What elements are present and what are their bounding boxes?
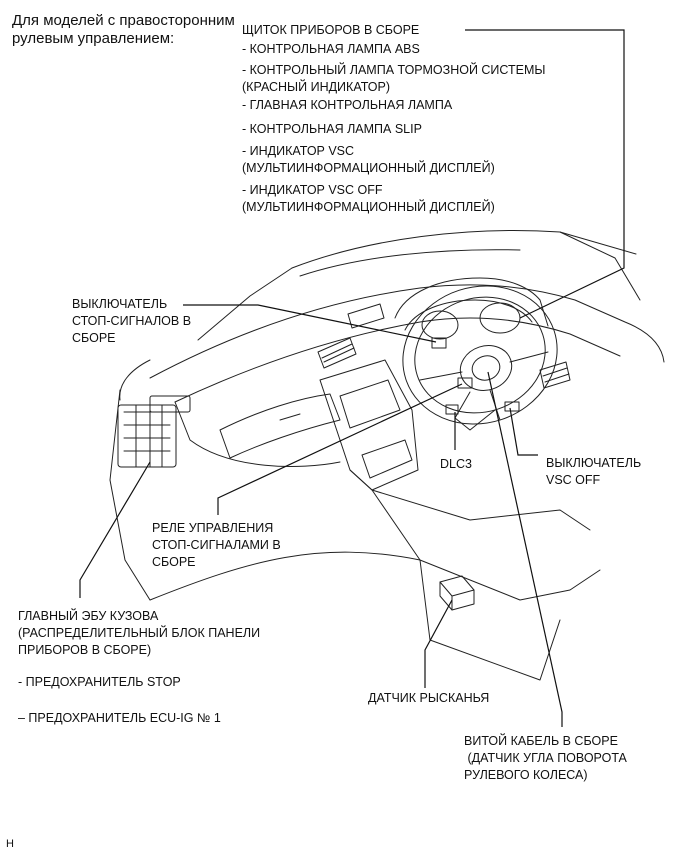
passenger-dash-lower	[174, 401, 341, 467]
cluster-item-vsc: - ИНДИКАТОР VSC (МУЛЬТИИНФОРМАЦИОННЫЙ ДИ…	[242, 144, 495, 175]
gauge-left	[421, 310, 459, 340]
fuse-ecu-ig-label: – ПРЕДОХРАНИТЕЛЬ ECU-IG № 1	[18, 711, 221, 725]
steering-hub	[459, 345, 513, 391]
vsc-off-switch-part	[504, 401, 520, 412]
cluster-face	[404, 299, 533, 331]
stop-switch-label: ВЫКЛЮЧАТЕЛЬ СТОП-СИГНАЛОВ В СБОРЕ	[72, 297, 192, 345]
figure-code: H	[6, 838, 14, 850]
leader-stop-switch	[183, 304, 437, 343]
cluster-title: ЩИТОК ПРИБОРОВ В СБОРЕ	[242, 23, 420, 37]
kick-panel	[109, 389, 151, 601]
leader-vsc-off	[509, 407, 538, 456]
floor-console	[371, 489, 601, 601]
steering-wheel-outer	[402, 285, 558, 425]
stop-relay-label: РЕЛЕ УПРАВЛЕНИЯ СТОП-СИГНАЛАМИ В СБОРЕ	[152, 521, 281, 569]
steering-column	[454, 391, 496, 431]
cluster-item-abs: - КОНТРОЛЬНАЯ ЛАМПА ABS	[242, 42, 420, 56]
center-vent	[317, 337, 357, 369]
cluster-item-vsc-off: - ИНДИКАТОР VSC OFF (МУЛЬТИИНФОРМАЦИОННЫ…	[242, 183, 495, 214]
center-vent-slats	[321, 343, 355, 363]
console-box	[419, 559, 561, 681]
right-vent	[539, 361, 571, 389]
center-console	[349, 469, 591, 531]
dlc3-part	[445, 404, 459, 415]
leader-cluster	[465, 29, 625, 319]
yaw-sensor-shape	[439, 575, 475, 611]
junction-block-top	[149, 395, 191, 413]
steering-hub-inner	[471, 355, 501, 381]
fuse-stop-label: - ПРЕДОХРАНИТЕЛЬ STOP	[18, 675, 181, 689]
leader-yaw	[424, 599, 453, 688]
right-vent-slats	[542, 367, 570, 383]
diagram-caption: Для моделей с правосторонним рулевым упр…	[12, 12, 235, 47]
a-pillar-right	[559, 231, 641, 301]
body-ecu-label: ГЛАВНЫЙ ЭБУ КУЗОВА (РАСПРЕДЕЛИТЕЛЬНЫЙ БЛ…	[18, 609, 261, 657]
door-edge	[119, 359, 151, 401]
windshield-frame	[291, 230, 637, 269]
a-pillar-left	[197, 267, 293, 341]
stop-switch-part	[431, 337, 447, 349]
yaw-sensor-top	[439, 581, 475, 611]
cluster-item-brake: - КОНТРОЛЬНЫЙ ЛАМПА ТОРМОЗНОЙ СИСТЕМЫ (К…	[242, 63, 546, 94]
glovebox-handle	[279, 413, 301, 421]
cluster-item-slip: - КОНТРОЛЬНАЯ ЛАМПА SLIP	[242, 122, 422, 136]
stop-relay-part	[457, 377, 473, 389]
roof-line	[299, 249, 521, 277]
leader-body-ecu	[79, 461, 151, 598]
upper-vent	[347, 303, 385, 329]
cluster-hood	[394, 277, 549, 327]
cluster-item-master: - ГЛАВНАЯ КОНТРОЛЬНАЯ ЛАМПА	[242, 98, 453, 112]
yaw-sensor-label: ДАТЧИК РЫСКАНЬЯ	[368, 691, 490, 705]
center-stack	[319, 359, 419, 491]
spiral-cable-label: ВИТОЙ КАБЕЛЬ В СБОРЕ (ДАТЧИК УГЛА ПОВОРО…	[464, 734, 627, 782]
steering-spoke-right	[509, 351, 549, 363]
steering-spoke-left	[419, 371, 463, 381]
dash-top	[149, 284, 665, 379]
shift-area	[361, 439, 413, 479]
steering-wheel-inner	[414, 296, 546, 414]
dlc3-label: DLC3	[440, 457, 472, 471]
leader-spiral	[487, 371, 563, 727]
glovebox	[219, 393, 341, 459]
center-panel	[339, 379, 401, 429]
dash-front-edge	[174, 317, 621, 403]
vsc-off-switch-label: ВЫКЛЮЧАТЕЛЬ VSC OFF	[546, 456, 642, 487]
junction-block	[117, 404, 177, 468]
leader-stop-relay	[217, 383, 463, 515]
floor-line	[149, 551, 421, 601]
junction-block-detail	[123, 404, 171, 468]
